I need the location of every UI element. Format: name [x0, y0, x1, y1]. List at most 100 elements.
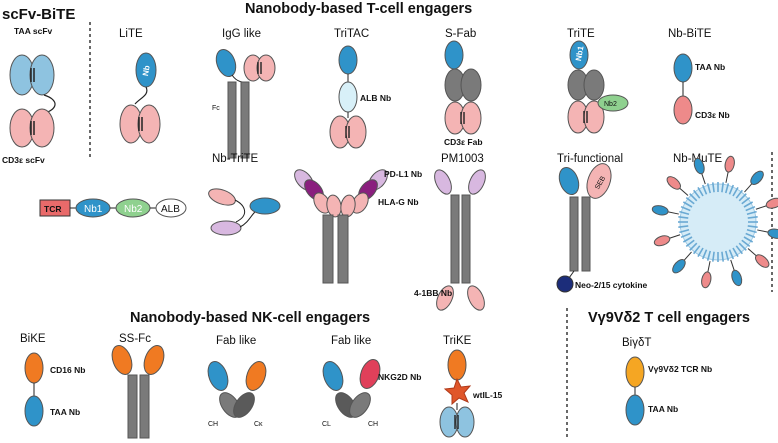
label-alb-nb: ALB Nb — [360, 93, 391, 103]
micelle-lipid — [680, 232, 691, 239]
micelle-nanobody — [724, 155, 735, 173]
lite-molecule: LiTE Nb — [119, 28, 161, 144]
micelle-linker — [707, 261, 711, 274]
label-vg-taa-nb: TAA Nb — [648, 404, 678, 414]
trite-molecule: TriTE Nb1 Nb2 — [567, 28, 629, 134]
micelle-lipid — [711, 251, 715, 262]
label-taa-scfv: TAA scFv — [14, 26, 53, 36]
micelle-lipid — [679, 210, 690, 216]
heading-scfv-bite: scFv-BiTE — [2, 6, 75, 23]
micelle-lipid — [743, 201, 754, 208]
label-wtil15: wtIL-15 — [472, 390, 503, 400]
s-fab-molecule: S-Fab CD3ε Fab — [444, 28, 483, 147]
micelle-lipid — [701, 249, 708, 260]
micelle-lipid — [693, 245, 701, 255]
tri-functional-molecule: Tri-functional SEB Neo-2/15 cytokine — [556, 153, 648, 293]
micelle-lipid — [746, 210, 757, 216]
label-ck: Cκ — [254, 421, 263, 428]
micelle-lipid — [680, 205, 691, 212]
label-nb: Nb — [141, 65, 152, 77]
micelle-lipid — [685, 239, 695, 247]
micelle-lipid — [679, 228, 690, 234]
micelle-nanobody — [750, 170, 764, 185]
star-icon — [443, 377, 472, 406]
micelle-lipid — [711, 182, 715, 193]
label-hlag-nb: HLA-G Nb — [378, 197, 419, 207]
micelle-lipid — [701, 184, 708, 195]
heading-vg-engagers: Vγ9Vδ2 T cell engagers — [588, 310, 750, 326]
micelle-lipid — [678, 215, 689, 219]
micelle-lipid — [732, 247, 739, 258]
format-bigdt: BiγδT — [622, 337, 651, 349]
fab-like-1-molecule: Fab like CH Cκ — [207, 335, 267, 428]
ss-fc-molecule: SS-Fc — [111, 333, 165, 439]
micelle-lipid — [746, 228, 757, 234]
micelle-nanobody — [767, 228, 778, 239]
format-ss-fc: SS-Fc — [119, 333, 151, 345]
igg-like-molecule: IgG like Fc — [212, 28, 276, 159]
nb-trite-molecule: Nb-TriTE — [208, 153, 281, 236]
micelle-lipid — [735, 189, 743, 199]
micelle-lipid — [735, 245, 743, 255]
heading-tcell-engagers: Nanobody-based T-cell engagers — [245, 1, 472, 17]
micelle — [651, 155, 778, 289]
micelle-lipid — [697, 247, 704, 258]
micelle-nanobody — [651, 205, 669, 216]
format-nb-trite: Nb-TriTE — [212, 153, 259, 165]
label-nb1-chain: Nb1 — [84, 204, 103, 215]
heading-nk-engagers: Nanobody-based NK-cell engagers — [130, 310, 370, 326]
label-nb2-trite: Nb2 — [604, 101, 617, 108]
format-tritac: TriTAC — [334, 28, 369, 40]
label-ch: CH — [208, 421, 218, 428]
micelle-lipid — [721, 182, 725, 193]
format-fab-like-1: Fab like — [216, 335, 256, 347]
micelle-lipid — [741, 197, 751, 205]
format-bike: BiKE — [20, 333, 46, 345]
format-s-fab: S-Fab — [445, 28, 476, 40]
micelle-nanobody — [731, 269, 743, 287]
micelle-lipid — [741, 239, 751, 247]
fab-like-2-molecule: Fab like NKG2D Nb CL CH — [322, 335, 421, 428]
micelle-lipid — [721, 251, 725, 262]
format-tri-functional: Tri-functional — [557, 153, 623, 165]
micelle-lipid — [697, 186, 704, 197]
nb-mute-molecule: Nb-MuTE — [651, 153, 778, 289]
micelle-lipid — [693, 189, 701, 199]
label-bike-taa-nb: TAA Nb — [50, 407, 80, 417]
micelle-lipid — [728, 249, 735, 260]
micelle-lipid — [682, 201, 693, 208]
label-pdl1-nb: PD-L1 Nb — [384, 169, 422, 179]
label-cd3-fab: CD3ε Fab — [444, 137, 483, 147]
micelle-lipid — [743, 236, 754, 243]
micelle-lipid — [745, 205, 756, 212]
micelle-linker — [668, 234, 681, 240]
micelle-linker — [725, 170, 729, 183]
micelle-linker — [744, 182, 753, 193]
label-alb-chain: ALB — [161, 204, 180, 215]
micelle-linker — [666, 211, 679, 215]
micelle-linker — [747, 248, 758, 257]
format-igg-like: IgG like — [222, 28, 261, 40]
micelle-nanobody — [693, 157, 705, 175]
micelle-lipid — [738, 242, 747, 251]
micelle-linker — [700, 172, 706, 185]
micelle-lipid — [747, 215, 758, 219]
micelle-nanobody — [653, 235, 671, 247]
label-nb1-trite: Nb1 — [574, 45, 586, 62]
micelle-nanobody — [672, 259, 686, 274]
label-cl: CL — [322, 421, 331, 428]
label-taa-nb-bite: TAA Nb — [695, 62, 725, 72]
scfv-bite-molecule: TAA scFv CD3ε scFv — [2, 26, 56, 165]
micelle-lipid — [724, 183, 730, 194]
micelle-lipid — [724, 250, 730, 261]
label-tcr: TCR — [44, 204, 61, 214]
micelle-lipid — [706, 250, 712, 261]
micelle-lipid — [689, 193, 698, 202]
tritac-molecule: TriTAC ALB Nb — [329, 28, 391, 149]
label-vg-tcr-nb: Vγ9Vδ2 TCR Nb — [648, 364, 712, 374]
pdl1-hlag-molecule: PD-L1 Nb HLA-G Nb — [294, 169, 422, 284]
label-cd3-scfv: CD3ε scFv — [2, 155, 45, 165]
micelle-nanobody — [701, 271, 712, 289]
micelle-lipid — [689, 242, 698, 251]
